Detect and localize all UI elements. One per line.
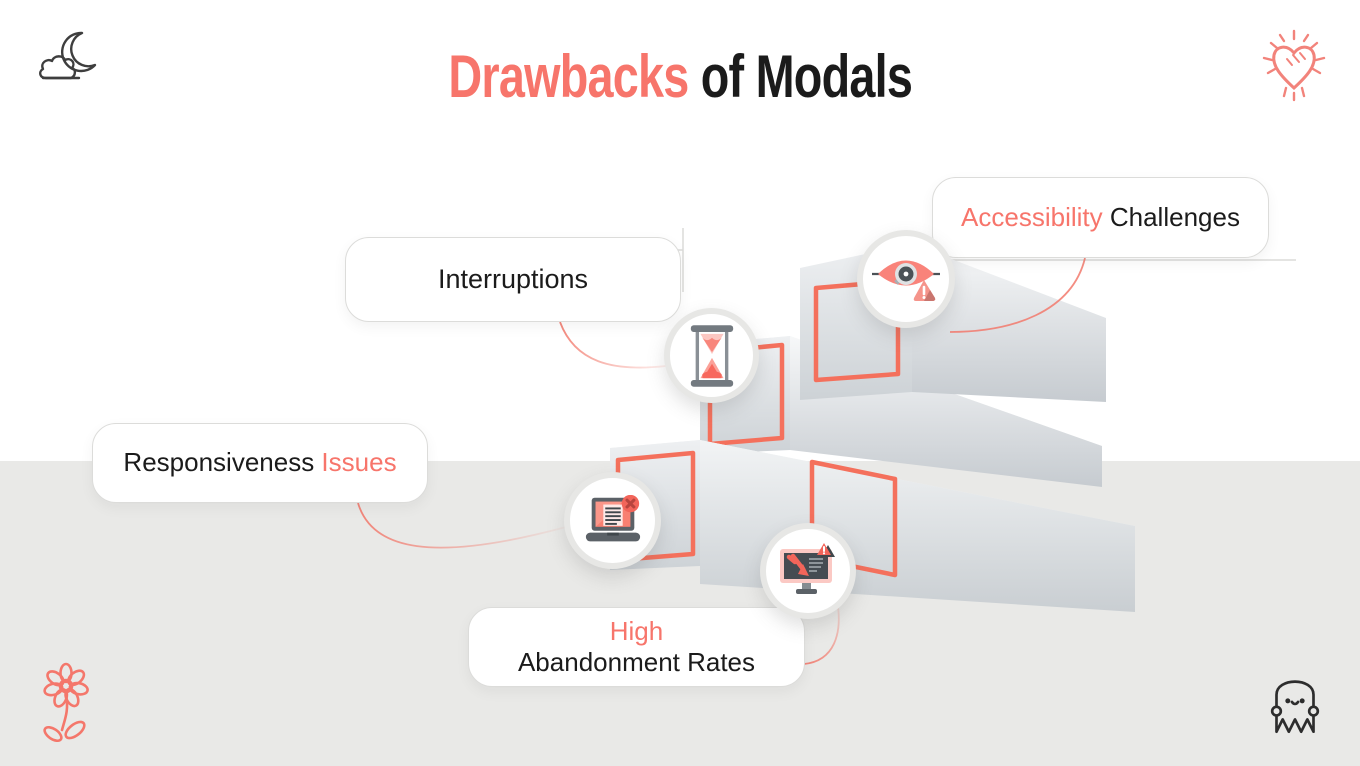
- page-title: Drawbacks of Modals: [0, 42, 1360, 111]
- callout-accessibility-accent: Accessibility: [961, 201, 1103, 232]
- title-accent: Drawbacks: [448, 43, 689, 110]
- responsiveness-badge: [564, 472, 661, 569]
- ghost-icon: [1270, 680, 1320, 734]
- callout-abandonment-line2: Abandonment Rates: [517, 647, 756, 677]
- flower-icon: [43, 662, 89, 743]
- accessibility-badge: [857, 230, 955, 328]
- callout-abandonment-line1: High: [609, 615, 664, 646]
- callout-responsiveness-rest: Responsiveness: [123, 447, 322, 478]
- callout-interruptions: Interruptions: [345, 237, 681, 322]
- connector-interruptions: [559, 321, 667, 369]
- hourglass-icon: [690, 324, 733, 387]
- sparkling-heart-icon: [1262, 29, 1326, 102]
- title-rest: of Modals: [688, 43, 912, 110]
- callout-responsiveness-issues: Responsiveness Issues: [92, 423, 428, 503]
- callout-high-abandonment-rates: High Abandonment Rates: [468, 607, 805, 687]
- moon-and-cloud-icon: [38, 31, 97, 80]
- connector-accessibility: [949, 257, 1086, 333]
- callout-responsiveness-accent: Issues: [321, 447, 397, 478]
- laptop-error-icon: [585, 494, 640, 541]
- callout-accessibility-challenges: Accessibility Challenges: [932, 177, 1269, 258]
- abandonment-badge: [760, 523, 856, 619]
- declining-monitor-warning-icon: [780, 543, 835, 594]
- callout-interruptions-label: Interruptions: [437, 264, 589, 295]
- eye-warning-icon: [872, 260, 940, 301]
- hourglass-badge: [664, 308, 759, 403]
- callout-accessibility-rest: Challenges: [1102, 201, 1240, 232]
